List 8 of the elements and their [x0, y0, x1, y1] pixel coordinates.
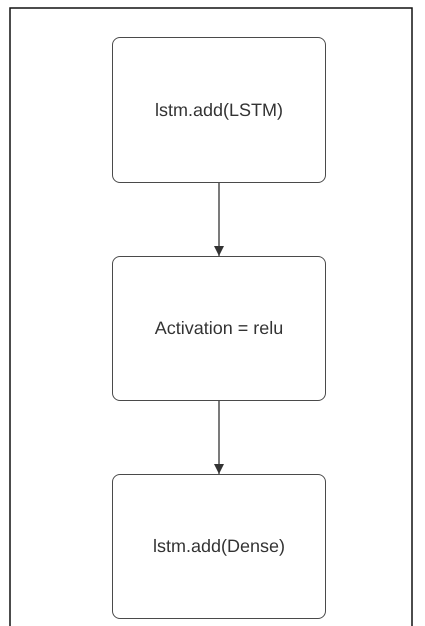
- box-label: Activation = relu: [154, 318, 284, 339]
- arrow: [214, 183, 224, 256]
- process-box: [112, 256, 326, 401]
- box-label: lstm.add(LSTM): [154, 100, 284, 120]
- process-box: [112, 474, 326, 619]
- box-label: lstm.add(Dense): [152, 536, 286, 557]
- process-box: [112, 37, 326, 183]
- arrow: [214, 401, 224, 474]
